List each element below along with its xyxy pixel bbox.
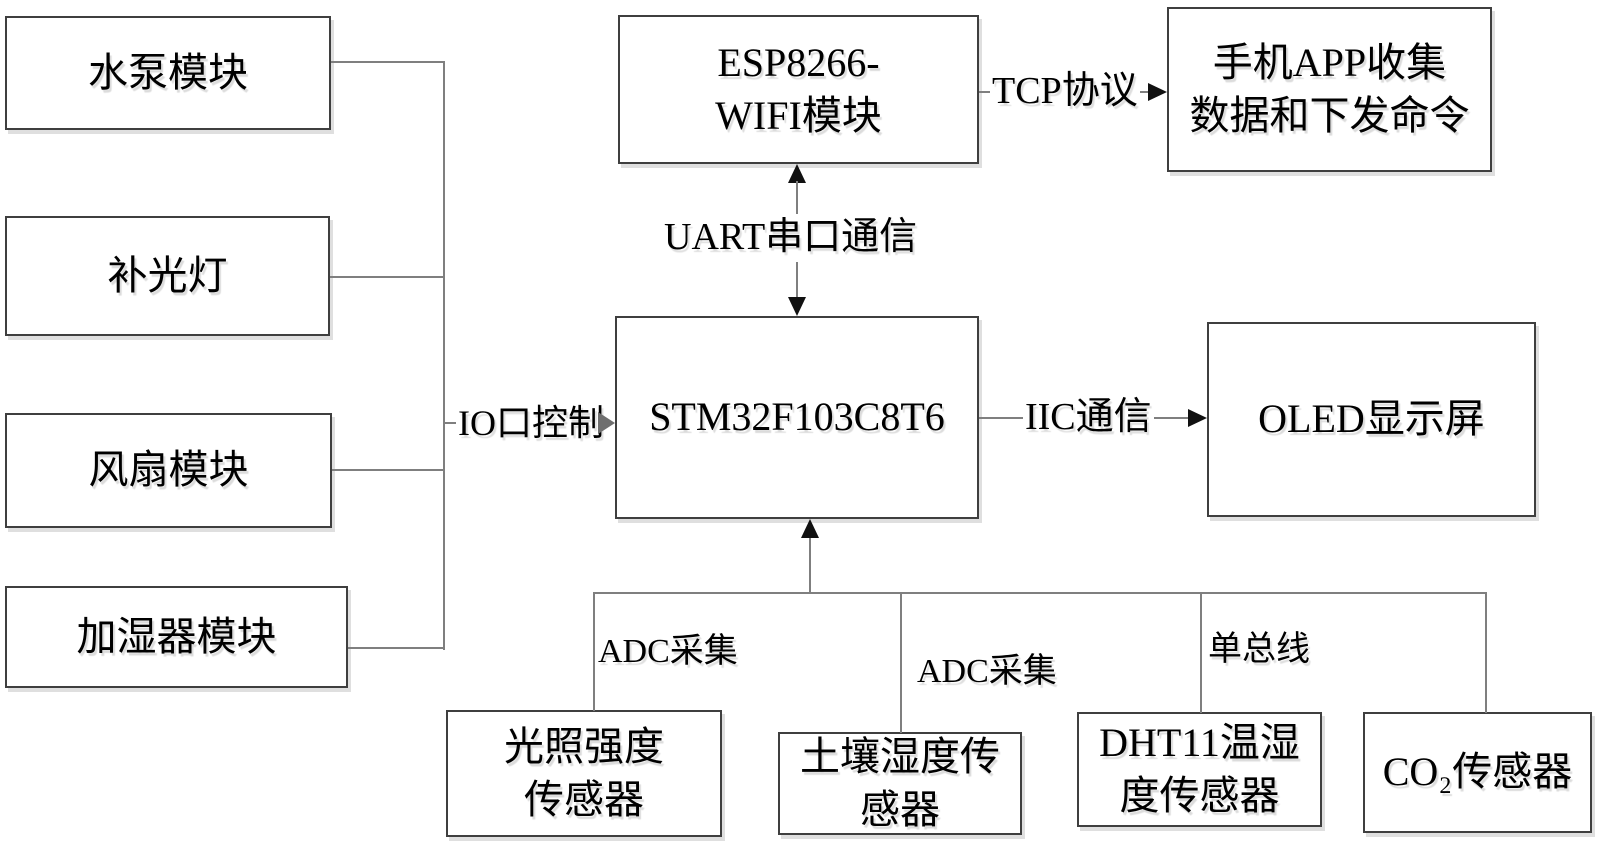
oled-display-box: OLED显示屏 [1207, 322, 1536, 517]
sensor-bus-arrowhead-up-icon [801, 519, 819, 538]
adc-label-2: ADC采集 [915, 652, 1059, 692]
soil-moisture-sensor-box: 土壤湿度传 感器 [778, 732, 1022, 835]
fill-light-connector-line [330, 276, 445, 278]
humidifier-module-box: 加湿器模块 [5, 586, 348, 688]
uart-label: UART串口通信 [662, 214, 920, 260]
pump-module-box: 水泵模块 [5, 16, 331, 130]
adc-label-1: ADC采集 [596, 632, 740, 672]
io-bus-vertical-line [443, 62, 445, 650]
co2-sensor-box: CO₂传感器 [1363, 712, 1592, 833]
sensor-bus-to-stm32-line [809, 536, 811, 594]
one-wire-label: 单总线 [1206, 630, 1312, 670]
io-control-arrowhead-icon [598, 412, 615, 434]
fan-module-box: 风扇模块 [5, 413, 332, 528]
phone-app-box: 手机APP收集 数据和下发命令 [1167, 7, 1492, 172]
sensor-bus-horizontal-line [593, 592, 1487, 594]
uart-line-upper [796, 181, 798, 214]
uart-arrowhead-up-icon [788, 164, 806, 183]
humidifier-connector-line [348, 647, 445, 649]
light-sensor-box: 光照强度 传感器 [446, 710, 722, 837]
co2-drop-line [1485, 594, 1487, 713]
tcp-label: TCP协议 [990, 68, 1140, 114]
tcp-arrowhead-icon [1148, 83, 1167, 101]
fill-light-box: 补光灯 [5, 216, 330, 336]
uart-line-lower [796, 262, 798, 299]
dht11-sensor-box: DHT11温湿 度传感器 [1077, 712, 1322, 827]
dht11-drop-line [1200, 594, 1202, 713]
io-control-label: IO口控制 [456, 402, 606, 444]
fan-connector-line [332, 469, 445, 471]
light-sensor-drop-line [593, 594, 595, 711]
iic-arrowhead-icon [1188, 409, 1207, 427]
uart-arrowhead-down-icon [788, 297, 806, 316]
esp8266-wifi-box: ESP8266- WIFI模块 [618, 15, 979, 164]
soil-sensor-drop-line [900, 594, 902, 733]
stm32-mcu-box: STM32F103C8T6 [615, 316, 979, 519]
iic-label: IIC通信 [1023, 394, 1154, 440]
pump-connector-line [331, 61, 445, 63]
